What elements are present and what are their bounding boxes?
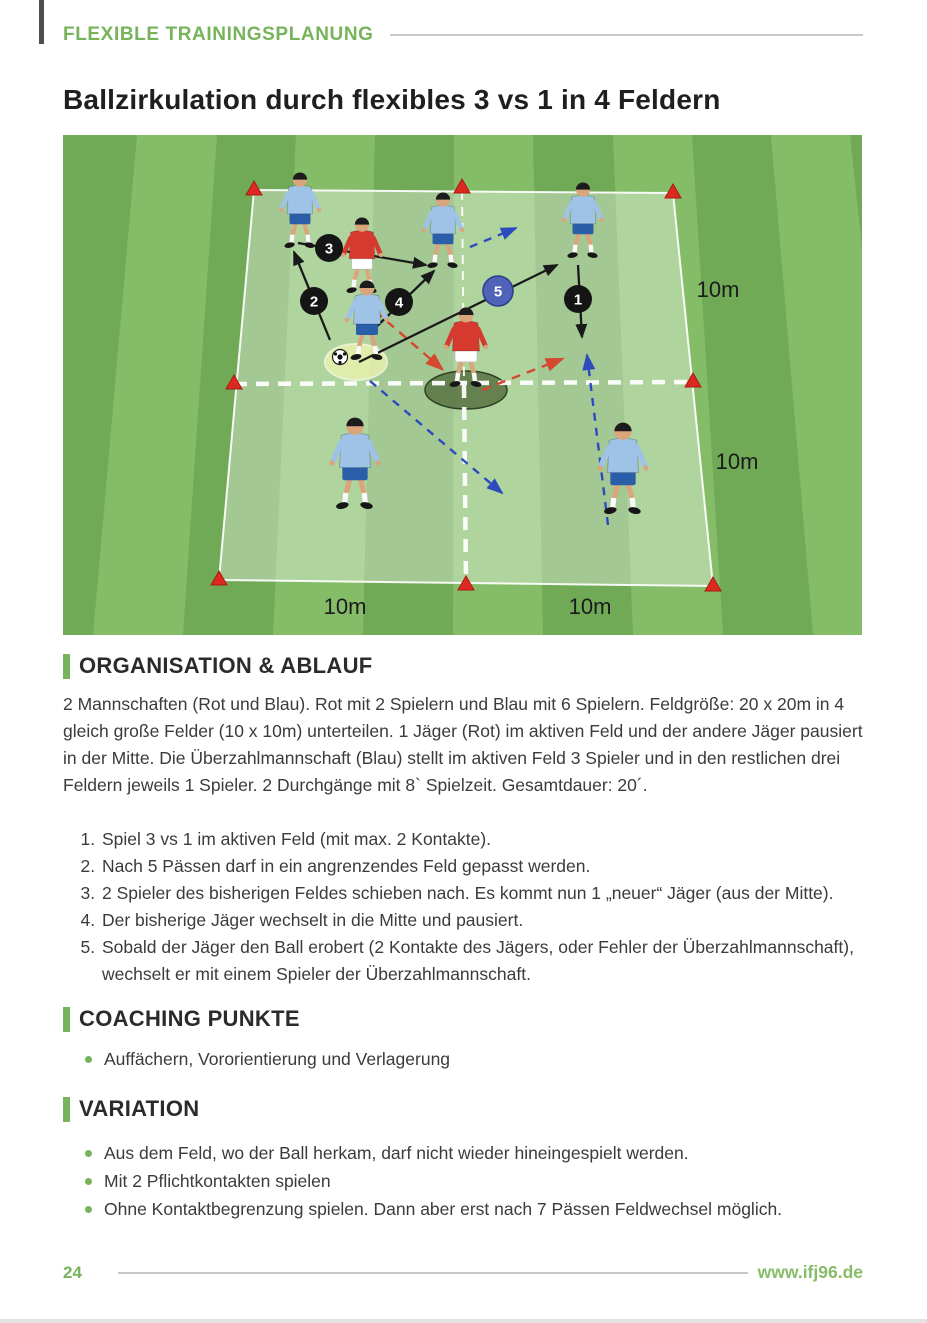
list-item: Nach 5 Pässen darf in ein angrenzendes F…	[100, 853, 869, 880]
cone-icon	[664, 182, 682, 199]
run-arrow	[582, 353, 610, 526]
kicker: FLEXIBLE TRAININGSPLANUNG	[63, 24, 374, 45]
bullet-icon	[85, 1150, 92, 1157]
bullet-text: Ohne Kontaktbegrenzung spielen. Dann abe…	[104, 1199, 783, 1219]
player-blue	[329, 417, 381, 509]
heading-accent-bar	[63, 1096, 70, 1122]
variation-bullets: Aus dem Feld, wo der Ball herkam, darf n…	[63, 1140, 865, 1224]
kicker-row: FLEXIBLE TRAININGSPLANUNG	[63, 24, 863, 46]
page-edge-bar	[39, 0, 44, 44]
pass-number-badge: 2	[300, 287, 328, 315]
organisation-steps: Spiel 3 vs 1 im aktiven Feld (mit max. 2…	[63, 826, 869, 988]
list-item: Spiel 3 vs 1 im aktiven Feld (mit max. 2…	[100, 826, 869, 853]
svg-text:2: 2	[310, 293, 318, 310]
list-item: Aus dem Feld, wo der Ball herkam, darf n…	[63, 1140, 865, 1167]
jaeger-arrow	[481, 357, 565, 392]
svg-text:3: 3	[325, 240, 333, 257]
cone-icon	[684, 371, 702, 388]
bullet-text: Mit 2 Pflichtkontakten spielen	[104, 1171, 331, 1191]
ball-icon	[331, 348, 349, 366]
cone-icon	[457, 574, 475, 591]
heading-accent-bar	[63, 653, 70, 679]
section-variation-heading: VARIATION	[63, 1096, 199, 1122]
distance-label: 10m	[569, 594, 612, 619]
distance-label: 10m	[716, 449, 759, 474]
svg-text:4: 4	[395, 294, 404, 311]
bullet-icon	[85, 1206, 92, 1213]
bullet-text: Aus dem Feld, wo der Ball herkam, darf n…	[104, 1143, 689, 1163]
heading-text: ORGANISATION & ABLAUF	[79, 653, 373, 678]
page-title: Ballzirkulation durch flexibles 3 vs 1 i…	[63, 84, 721, 115]
cone-icon	[704, 575, 722, 592]
player-blue	[344, 280, 390, 360]
list-item: Sobald der Jäger den Ball erobert (2 Kon…	[100, 934, 869, 988]
cone-icon	[210, 569, 228, 586]
footer-rule	[117, 1271, 748, 1274]
player-blue	[278, 172, 322, 248]
pass-number-badge: 4	[385, 288, 413, 316]
organisation-paragraph: 2 Mannschaften (Rot und Blau). Rot mit 2…	[63, 694, 863, 795]
pass-number-badge: 5	[482, 275, 514, 307]
coaching-bullets: Auffächern, Vororientierung und Verlager…	[63, 1046, 865, 1074]
bullet-text: Auffächern, Vororientierung und Verlager…	[104, 1049, 451, 1069]
player-blue	[597, 422, 649, 514]
svg-text:5: 5	[494, 283, 502, 300]
page-number: 24	[63, 1262, 82, 1282]
list-item: Mit 2 Pflichtkontakten spielen	[63, 1168, 865, 1195]
svg-text:1: 1	[574, 291, 582, 308]
list-item: 2 Spieler des bisherigen Feldes schieben…	[100, 880, 869, 907]
heading-text: VARIATION	[79, 1096, 200, 1121]
distance-label: 10m	[324, 594, 367, 619]
distance-label: 10m	[697, 277, 740, 302]
bullet-icon	[85, 1056, 92, 1063]
player-blue	[561, 182, 605, 258]
drill-diagram: 1 2 3 4 5 10m 10m 10m 10m	[63, 135, 862, 635]
kicker-rule	[389, 34, 863, 36]
pitch-illustration: 1 2 3 4 5 10m 10m 10m 10m	[63, 135, 862, 635]
heading-accent-bar	[63, 1006, 70, 1032]
list-item: Auffächern, Vororientierung und Verlager…	[63, 1046, 865, 1073]
player-red	[443, 307, 489, 387]
pass-number-badge: 3	[315, 234, 343, 262]
page-footer: 24 www.ifj96.de	[63, 1262, 863, 1283]
player-red	[340, 217, 384, 293]
pass-arrow	[358, 263, 559, 364]
cone-icon	[453, 177, 471, 194]
section-organisation-heading: ORGANISATION & ABLAUF	[63, 653, 373, 679]
mid-horizontal-line	[233, 379, 694, 387]
player-blue	[421, 192, 465, 268]
cone-icon	[245, 179, 263, 196]
website-text: www.ifj96.de	[757, 1262, 863, 1282]
mid-vertical-line-bottom	[461, 384, 469, 585]
section-coaching-heading: COACHING PUNKTE	[63, 1006, 300, 1032]
cone-icon	[225, 373, 243, 390]
heading-text: COACHING PUNKTE	[79, 1006, 300, 1031]
list-item: Ohne Kontaktbegrenzung spielen. Dann abe…	[63, 1196, 865, 1223]
pass-number-badge: 1	[564, 285, 592, 313]
list-item: Der bisherige Jäger wechselt in die Mitt…	[100, 907, 869, 934]
bullet-icon	[85, 1178, 92, 1185]
